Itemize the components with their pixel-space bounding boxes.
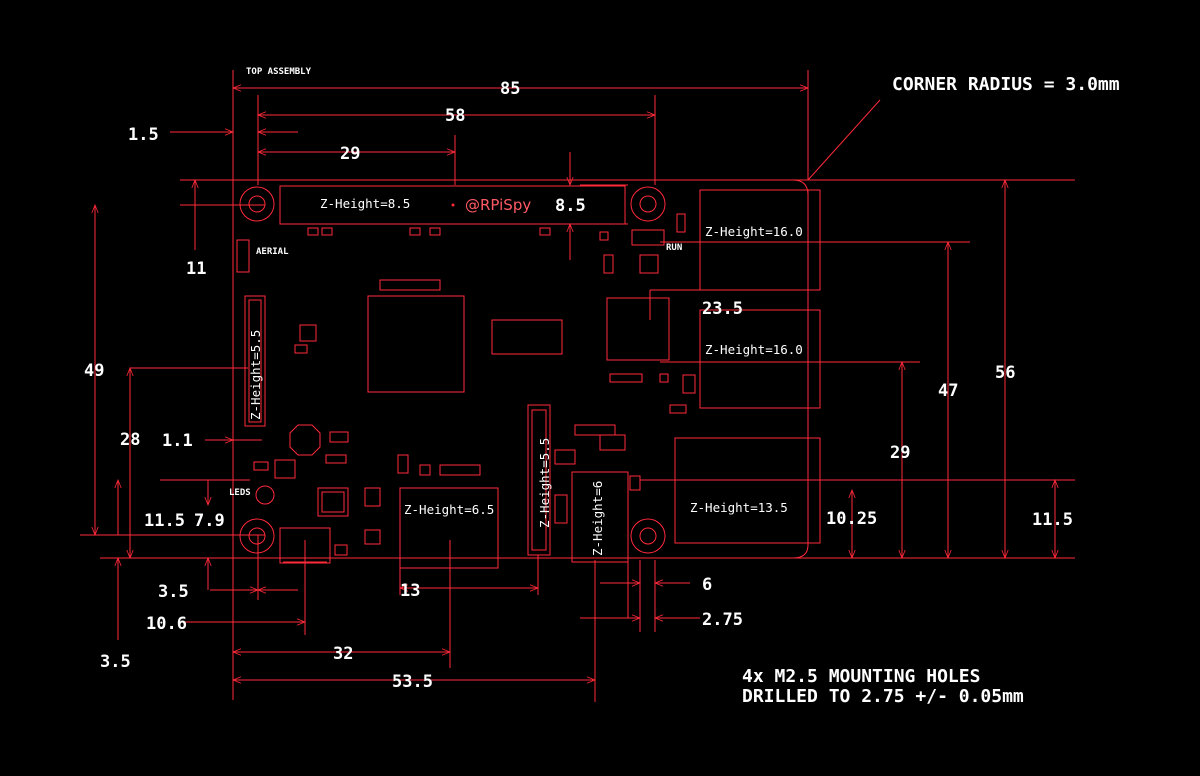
dim-usb-bottom-height: 29 (890, 443, 910, 463)
dim-usb-top-height: 47 (938, 381, 958, 401)
z-height-gpio: Z-Height=8.5 (320, 196, 410, 211)
drawing-title: TOP ASSEMBLY (246, 67, 312, 77)
labels: TOP ASSEMBLY AERIAL LEDS RUN @RPiSpy COR… (84, 67, 1120, 707)
dim-hdmi-center: 32 (333, 644, 353, 664)
aerial-label: AERIAL (256, 247, 289, 257)
power-connector (279, 527, 331, 564)
dim-power-center: 10.6 (146, 614, 187, 634)
dim-header-height: 8.5 (555, 196, 586, 216)
display-connector (244, 295, 266, 427)
dim-hole-offset-top: 11 (186, 259, 206, 279)
ethernet-port (674, 437, 821, 544)
soc-chip (367, 295, 465, 393)
dim-header-center: 29 (340, 144, 360, 164)
dim-hdmi-width: 13 (400, 581, 420, 601)
dim-display-center: 28 (120, 430, 140, 450)
dim-ethernet-center: 10.25 (826, 509, 877, 529)
dim-audio-center: 53.5 (392, 672, 433, 692)
z-height-hdmi: Z-Height=6.5 (404, 502, 494, 517)
mounting-holes (239, 186, 666, 554)
audio-jack (571, 471, 629, 563)
usb-hub-chip (606, 297, 670, 361)
dim-audio-width: 6 (702, 575, 712, 595)
z-height-usb-top: Z-Height=16.0 (705, 224, 803, 239)
z-height-audio: Z-Height=6 (590, 481, 605, 556)
dim-edge-offset: 3.5 (100, 652, 131, 672)
z-height-display: Z-Height=5.5 (248, 330, 263, 420)
dim-display-offset: 1.1 (162, 431, 193, 451)
mounting-note-line2: DRILLED TO 2.75 +/- 0.05mm (742, 686, 1024, 707)
mounting-note-line1: 4x M2.5 MOUNTING HOLES (742, 666, 980, 687)
dimension-lines (95, 88, 1055, 680)
z-height-camera: Z-Height=5.5 (537, 438, 552, 528)
dim-hole-spacing-y: 49 (84, 361, 104, 381)
run-label: RUN (666, 243, 682, 253)
dim-hole-offset-left: 1.5 (128, 125, 159, 145)
usb-port-top (699, 189, 821, 291)
leds-label: LEDS (229, 488, 251, 498)
extension-lines (80, 70, 1075, 702)
hdmi-connector (399, 487, 499, 569)
usb-port-bottom (699, 309, 821, 409)
dim-hole-spacing-x: 58 (445, 106, 465, 126)
dim-bottom-hole-offset: 3.5 (158, 582, 189, 602)
dim-usb-offset: 23.5 (702, 299, 743, 319)
z-height-ethernet: Z-Height=13.5 (690, 500, 788, 515)
corner-radius-note: CORNER RADIUS = 3.0mm (892, 74, 1120, 95)
dim-ethernet-height: 11.5 (1032, 510, 1073, 530)
dim-overall-height: 56 (995, 363, 1015, 383)
dim-hole-diameter: 2.75 (702, 610, 743, 630)
dim-leds-7-9: 7.9 (194, 511, 225, 531)
z-height-usb-bottom: Z-Height=16.0 (705, 342, 803, 357)
board-brand: @RPiSpy (465, 196, 531, 214)
gpio-header (279, 185, 626, 225)
dim-leds-11-5: 11.5 (144, 511, 185, 531)
camera-connector (527, 404, 551, 556)
dim-overall-width: 85 (500, 79, 520, 99)
components (236, 185, 821, 569)
